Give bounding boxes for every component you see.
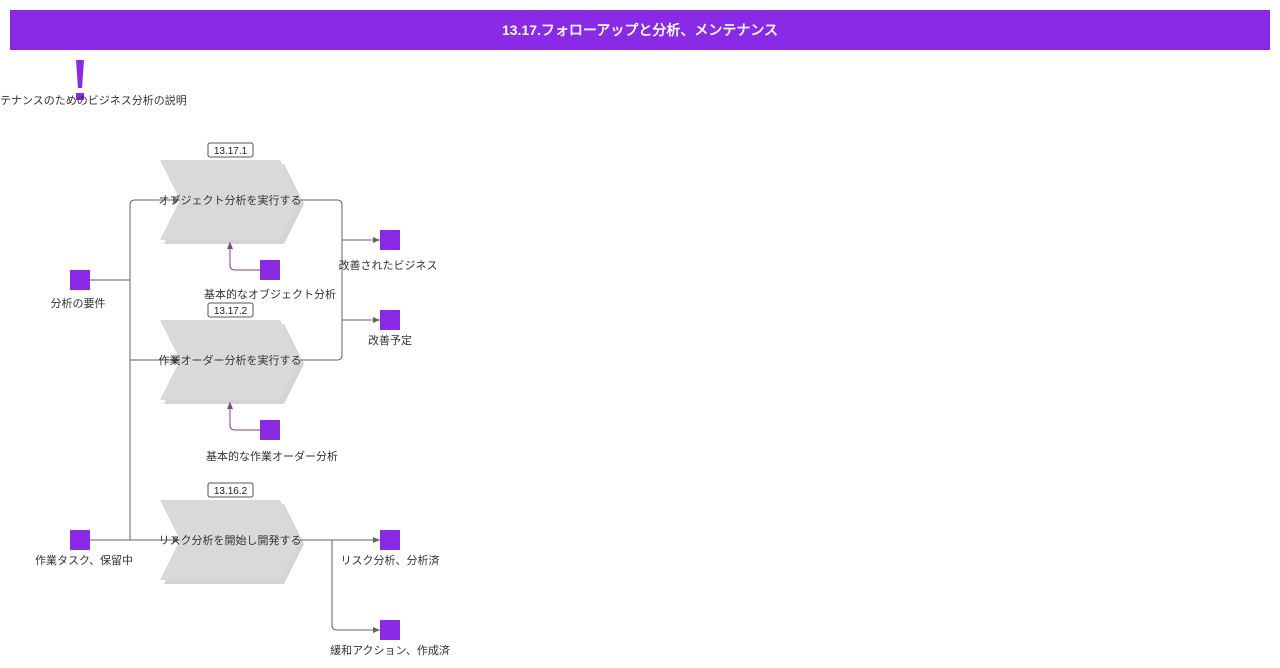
output-square[interactable] xyxy=(380,310,400,330)
output-square[interactable] xyxy=(380,620,400,640)
input-label: 分析の要件 xyxy=(51,296,106,310)
page-title-text: 13.17.フォローアップと分析、メンテナンス xyxy=(501,22,779,38)
output-square[interactable] xyxy=(380,230,400,250)
input-square[interactable] xyxy=(70,530,90,550)
process-label: オブジェクト分析を実行する xyxy=(159,193,302,207)
process-13-17-1[interactable] xyxy=(160,160,304,244)
connector xyxy=(300,199,343,361)
output-label: 改善されたビジネス xyxy=(339,258,438,272)
process-id-badge: 13.17.1 xyxy=(207,142,254,158)
process-13-16-2[interactable] xyxy=(160,500,304,584)
support-label: 基本的な作業オーダー分析 xyxy=(206,449,338,463)
svg-text:13.17.2: 13.17.2 xyxy=(214,306,248,317)
input-square[interactable] xyxy=(70,270,90,290)
support-square[interactable] xyxy=(260,260,280,280)
support-connector xyxy=(227,242,260,271)
output-square[interactable] xyxy=(380,530,400,550)
process-id-badge: 13.16.2 xyxy=(207,482,254,498)
support-label: 基本的なオブジェクト分析 xyxy=(204,287,336,301)
process-id-badge: 13.17.2 xyxy=(207,302,254,318)
note-label: テナンスのためのビジネス分析の説明 xyxy=(0,93,187,107)
output-label: リスク分析、分析済 xyxy=(341,553,440,567)
page-title: 13.17.フォローアップと分析、メンテナンス xyxy=(10,10,1270,50)
support-connector xyxy=(227,402,260,431)
support-square[interactable] xyxy=(260,420,280,440)
input-label: 作業タスク、保留中 xyxy=(35,553,133,567)
exclamation-icon xyxy=(76,60,84,100)
svg-text:13.16.2: 13.16.2 xyxy=(214,486,248,497)
connector xyxy=(129,197,180,540)
output-label: 改善予定 xyxy=(368,333,412,347)
process-label: リスク分析を開始し開発する xyxy=(159,533,302,547)
process-13-17-2[interactable] xyxy=(160,320,304,404)
output-label: 緩和アクション、作成済 xyxy=(330,643,450,657)
svg-text:13.17.1: 13.17.1 xyxy=(214,146,248,157)
process-label: 作業オーダー分析を実行する xyxy=(159,353,302,367)
connector xyxy=(331,540,380,633)
